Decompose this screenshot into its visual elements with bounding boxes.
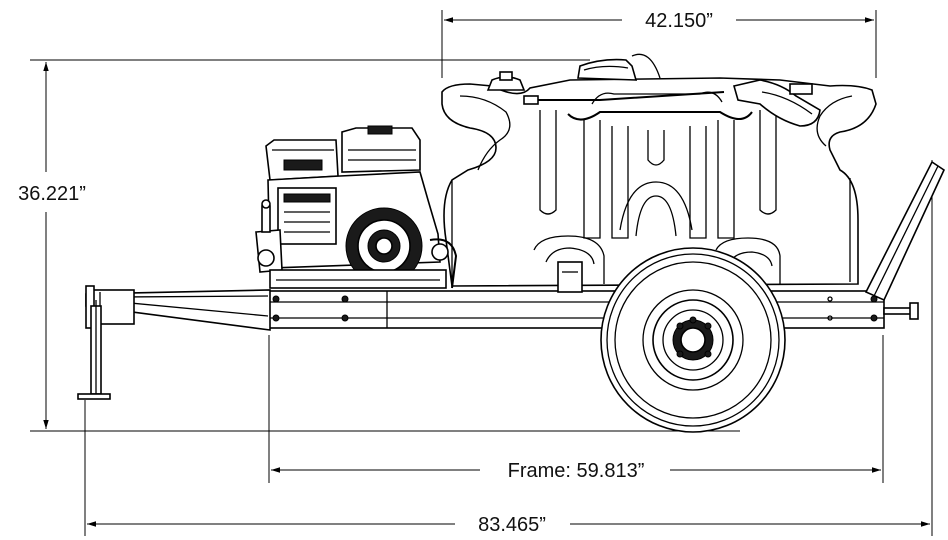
spray-tank <box>441 77 877 293</box>
overall-length-label: 83.465” <box>478 514 546 536</box>
frame-length-label: Frame: 59.813” <box>508 460 645 482</box>
tank-width-label: 42.150” <box>645 10 713 32</box>
jack-stand <box>77 300 111 400</box>
overall-height-label: 36.221” <box>18 183 86 205</box>
trailer-frame <box>267 290 885 329</box>
rear-bracket <box>864 160 946 320</box>
small-fill-cap <box>486 71 526 91</box>
engine <box>255 125 458 289</box>
dimension-overall-height: 36.221” <box>18 59 740 432</box>
wheel <box>600 247 786 433</box>
spray-hose-reel <box>523 79 821 127</box>
dimension-overall-length: 83.465” <box>84 160 933 536</box>
dimension-frame-length: Frame: 59.813” <box>268 335 884 483</box>
trailer-tongue <box>85 285 271 331</box>
dimension-tank-width: 42.150” <box>441 10 877 78</box>
tank-lid <box>577 53 661 81</box>
